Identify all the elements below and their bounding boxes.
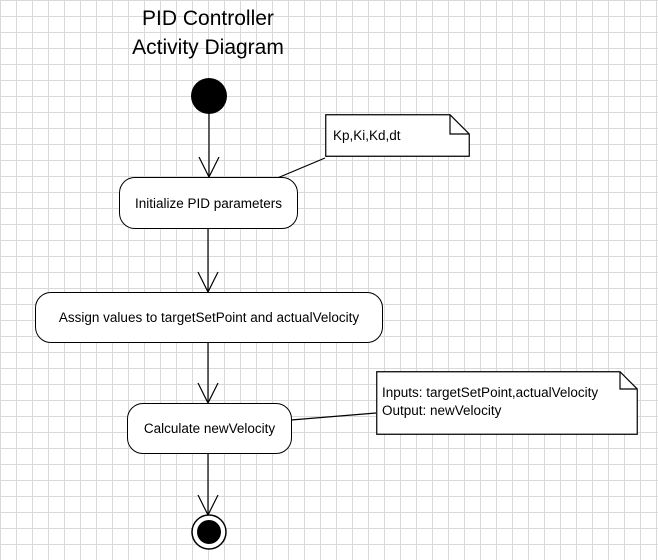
flow-arrow-start-to-init	[198, 114, 220, 179]
note-params-text: Kp,Ki,Kd,dt	[333, 128, 401, 143]
diagram-title: PID Controller Activity Diagram	[108, 4, 308, 62]
note-inputs-text: Inputs: targetSetPoint,actualVelocity	[382, 385, 599, 400]
action-calculate-label: Calculate newVelocity	[143, 421, 276, 436]
note-anchor-io	[290, 412, 377, 421]
action-initialize-pid-parameters[interactable]: Initialize PID parameters	[119, 177, 298, 229]
note-shape	[376, 371, 638, 435]
action-assign-values[interactable]: Assign values to targetSetPoint and actu…	[35, 292, 383, 343]
diagram-title-line1: PID Controller	[142, 7, 274, 30]
note-shape	[325, 114, 470, 157]
initial-node[interactable]	[191, 78, 227, 114]
note-inputs-outputs[interactable]: Inputs: targetSetPoint,actualVelocity Ou…	[376, 371, 638, 435]
diagram-title-line2: Activity Diagram	[132, 36, 284, 59]
action-calculate-new-velocity[interactable]: Calculate newVelocity	[127, 403, 292, 454]
action-assign-label: Assign values to targetSetPoint and actu…	[58, 310, 360, 325]
action-initialize-label: Initialize PID parameters	[134, 195, 283, 211]
final-node[interactable]	[191, 514, 227, 550]
note-anchor-params	[274, 157, 326, 180]
note-output-text: Output: newVelocity	[382, 403, 502, 418]
flow-arrow-init-to-assign	[197, 229, 219, 294]
flow-arrow-calculate-to-end	[197, 454, 219, 517]
note-pid-parameters[interactable]: Kp,Ki,Kd,dt	[325, 114, 470, 157]
flow-arrow-assign-to-calculate	[197, 343, 219, 405]
